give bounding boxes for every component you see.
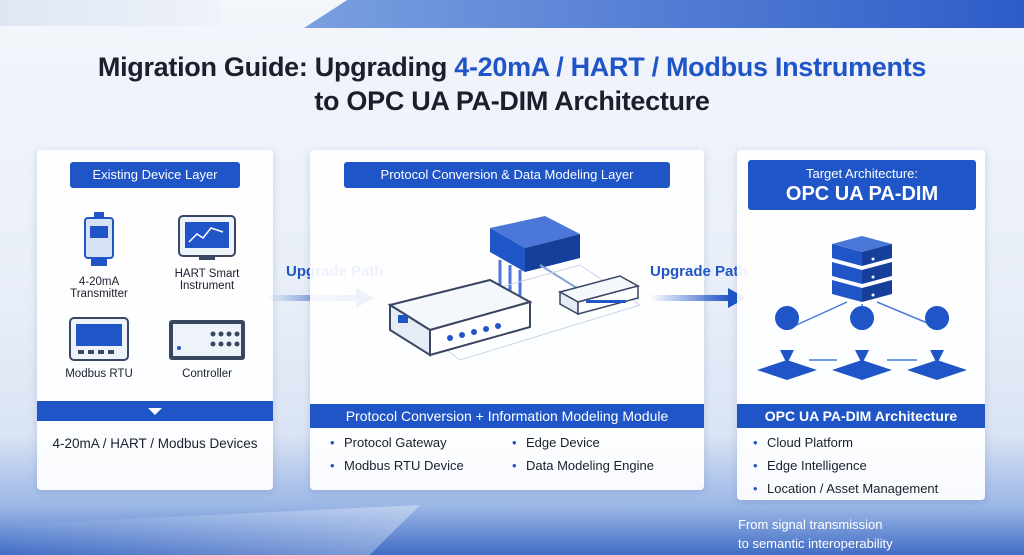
title-line-2: to OPC UA PA-DIM Architecture — [314, 86, 710, 116]
controller-icon — [169, 320, 245, 360]
bg-bottom-stripe — [0, 505, 420, 555]
down-band — [37, 401, 273, 421]
bullet-protocol-gateway: Protocol Gateway — [330, 431, 464, 454]
architecture-illustration-icon — [757, 236, 967, 380]
bullet-cloud-platform: Cloud Platform — [753, 431, 938, 454]
bg-top-right — [304, 0, 1024, 28]
bg-top-left — [0, 0, 220, 26]
right-bullets: Cloud Platform Edge Intelligence Locatio… — [753, 431, 938, 500]
target-header-large: OPC UA PA-DIM — [785, 183, 939, 205]
existing-device-panel: Existing Device Layer 4-20mA Transmitter… — [37, 150, 273, 490]
tagline-line-1: From signal transmission — [738, 517, 883, 532]
chevron-down-icon — [148, 408, 162, 415]
device-label: Modbus RTU — [65, 368, 133, 380]
device-label: Instrument — [179, 280, 235, 292]
middle-bullets-right: Edge Device Data Modeling Engine — [512, 431, 654, 477]
upgrade-arrow-right-icon — [650, 288, 746, 308]
device-controller: Controller — [157, 318, 257, 380]
tagline-line-2: to semantic interoperability — [738, 536, 893, 551]
middle-bullets-left: Protocol Gateway Modbus RTU Device — [330, 431, 464, 477]
title-line-1: Migration Guide: Upgrading 4-20mA / HART… — [0, 52, 1024, 83]
gateway-illustration-icon — [387, 216, 642, 361]
opc-ua-band: OPC UA PA-DIM Architecture — [737, 404, 985, 428]
upgrade-path-label-right: Upgrade Path — [650, 263, 748, 280]
existing-device-footer: 4-20mA / HART / Modbus Devices — [52, 436, 258, 451]
tagline: From signal transmission to semantic int… — [738, 515, 893, 553]
device-label: Transmitter — [70, 288, 128, 300]
bullet-location-asset: Location / Asset Management — [753, 477, 938, 500]
server-stack-icon — [832, 236, 892, 302]
target-architecture-panel: Target Architecture: OPC UA PA-DIM — [737, 150, 985, 500]
title-accent: 4-20mA / HART / Modbus Instruments — [454, 52, 927, 82]
cloud-node-icon — [757, 306, 817, 380]
device-hart: HART Smart Instrument — [157, 214, 257, 292]
title-prefix: Migration Guide: Upgrading — [97, 52, 455, 82]
bullet-edge-intelligence: Edge Intelligence — [753, 454, 938, 477]
bullet-edge-device: Edge Device — [512, 431, 654, 454]
existing-device-header: Existing Device Layer — [70, 162, 240, 188]
target-header-small: Target Architecture: — [806, 166, 918, 181]
transmitter-icon — [84, 212, 114, 266]
device-transmitter: 4-20mA Transmitter — [51, 212, 147, 300]
modbus-rtu-icon — [69, 317, 129, 361]
target-architecture-header: Target Architecture: OPC UA PA-DIM — [748, 160, 976, 210]
wireless-node-icon — [832, 306, 892, 380]
hart-instrument-icon — [178, 215, 236, 260]
device-label: 4-20mA — [78, 276, 120, 288]
protocol-conversion-panel: Protocol Conversion & Data Modeling Laye… — [310, 150, 704, 490]
location-node-icon — [907, 306, 967, 380]
device-modbus-rtu: Modbus RTU — [51, 316, 147, 380]
bullet-modbus-rtu-device: Modbus RTU Device — [330, 454, 464, 477]
protocol-conversion-band: Protocol Conversion + Information Modeli… — [310, 404, 704, 428]
protocol-conversion-header: Protocol Conversion & Data Modeling Laye… — [344, 162, 670, 188]
device-label: Controller — [182, 368, 232, 380]
device-label: HART Smart — [174, 268, 240, 280]
bullet-data-modeling-engine: Data Modeling Engine — [512, 454, 654, 477]
